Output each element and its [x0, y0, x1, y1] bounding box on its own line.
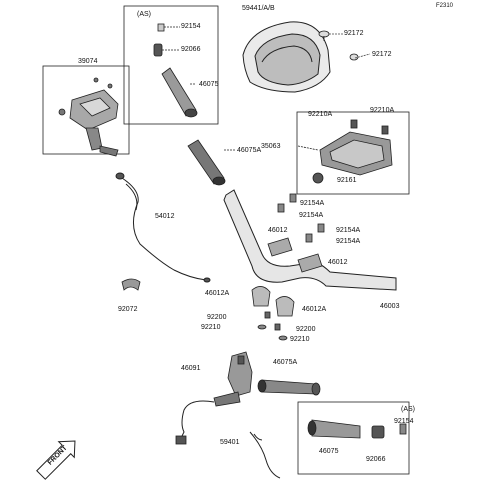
holder-box-frame [296, 111, 410, 195]
handlebar-46003 [223, 189, 397, 291]
front-arrow [36, 440, 76, 480]
label-46012A-right: 46012A [302, 306, 327, 313]
end-cap-92066-bottom [371, 425, 385, 439]
label-46075-top: 46075 [199, 81, 219, 88]
label-92200-left: 92200 [207, 314, 227, 321]
label-92172a: 92172 [344, 30, 364, 37]
as-box-top-frame [123, 5, 219, 125]
holder-35063 [297, 119, 393, 184]
clamp-46012-right [297, 253, 323, 273]
screw-92154-bottom [399, 423, 407, 435]
label-92210A-right: 92210A [370, 107, 395, 114]
screw-92154-top [157, 23, 165, 32]
label-92210-right: 92210 [290, 336, 310, 343]
label-92072: 92072 [118, 306, 138, 313]
washer-92210-right [278, 335, 288, 341]
label-46012A-left: 46012A [205, 290, 230, 297]
label-92066-top: 92066 [181, 46, 201, 53]
label-46012-left: 46012 [268, 227, 288, 234]
bolt-92154A-4 [305, 233, 313, 243]
as-marker-bottom: (AS) [401, 406, 415, 413]
washer-92210-left [257, 324, 267, 330]
switch-box-frame [42, 65, 130, 155]
bolt-92200-left [264, 311, 271, 319]
label-92154-top: 92154 [181, 23, 201, 30]
label-92200-right: 92200 [296, 326, 316, 333]
grip-46075-bottom [307, 419, 407, 439]
label-92210A-left: 92210A [308, 111, 333, 118]
label-46003: 46003 [380, 303, 400, 310]
bolt-92200-right [274, 323, 281, 331]
label-92161: 92161 [337, 177, 357, 184]
as-box-bottom-frame [297, 401, 410, 475]
as-marker-top: (AS) [137, 11, 151, 18]
switch-assembly-39074 [58, 77, 119, 157]
screw-92172b [349, 53, 359, 61]
label-92154A-2: 92154A [299, 212, 324, 219]
label-92154A-3: 92154A [336, 227, 361, 234]
label-92210-left: 92210 [201, 324, 221, 331]
holder-46012A-right [275, 296, 295, 317]
bolt-92154A-1 [289, 193, 297, 203]
cable-54012 [115, 172, 211, 283]
label-35063: 35063 [261, 143, 281, 150]
grip-46075-top [161, 67, 197, 117]
label-59401: 59401 [220, 439, 240, 446]
label-46012-right: 46012 [328, 259, 348, 266]
clamp-92072 [121, 278, 141, 291]
label-92154A-1: 92154A [300, 200, 325, 207]
bolt-92154A-3 [317, 223, 325, 233]
label-92154A-4: 92154A [336, 238, 361, 245]
clamp-46012-left [267, 237, 293, 257]
label-54012: 54012 [155, 213, 175, 220]
label-59441: 59441/A/B [242, 5, 275, 12]
windshield-part [242, 21, 331, 93]
label-92066-bottom: 92066 [366, 456, 386, 463]
label-46075A-bottom: 46075A [273, 359, 298, 366]
label-39074: 39074 [78, 58, 98, 65]
bolt-92154A-2 [277, 203, 285, 213]
holder-46012A-left [251, 286, 271, 307]
label-46091: 46091 [181, 365, 201, 372]
label-46075A-top: 46075A [237, 147, 262, 154]
label-92172b: 92172 [372, 51, 392, 58]
label-92154-bottom: 92154 [394, 418, 414, 425]
label-46075-bottom: 46075 [319, 448, 339, 455]
grip-46075A-top [187, 139, 236, 186]
throttle-46091 [175, 351, 253, 445]
grip-46075A-bottom [257, 379, 321, 396]
figure-code: F2310 [436, 3, 454, 9]
end-cap-92066-top [153, 43, 163, 57]
cable-59401 [249, 431, 281, 479]
